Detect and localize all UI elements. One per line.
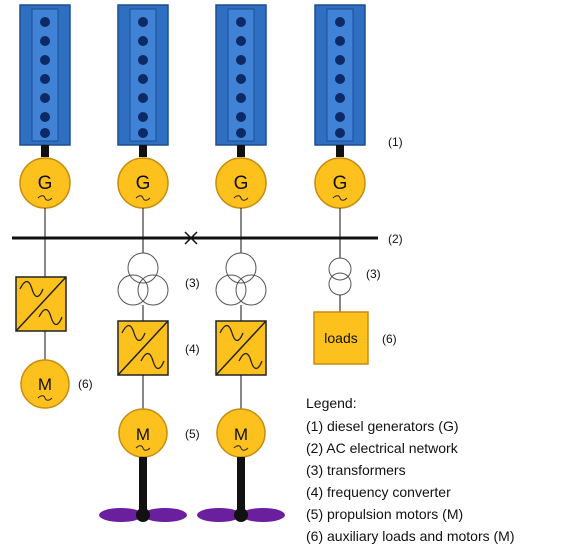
- generator-icon: G: [215, 157, 267, 209]
- engine-shaft: [237, 145, 245, 157]
- transformer-icon: [117, 252, 169, 306]
- engine-shaft: [41, 145, 49, 157]
- generator-letter: G: [38, 173, 53, 194]
- generator-icon: G: [19, 157, 71, 209]
- motor-icon: M: [216, 408, 266, 458]
- legend-item: (3) transformers: [306, 462, 406, 478]
- engine-shaft: [336, 145, 344, 157]
- bus-tie-breaker-icon: [184, 231, 198, 245]
- marker-transformers: (3): [366, 267, 381, 281]
- marker-converter: (4): [185, 342, 200, 356]
- frequency-converter-icon: [215, 320, 267, 376]
- transformer-icon: [328, 257, 352, 296]
- motor-letter: M: [234, 425, 248, 444]
- generator-icon: G: [314, 157, 366, 209]
- diesel-engine-icon: [19, 4, 71, 146]
- motor-icon: M: [118, 408, 168, 458]
- legend-item: (2) AC electrical network: [306, 440, 459, 456]
- legend: Legend: (1) diesel generators (G) (2) AC…: [306, 395, 515, 544]
- propeller-icon: [197, 457, 285, 522]
- marker-aux-loads: (6): [382, 332, 397, 346]
- frequency-converter-icon: [15, 276, 67, 332]
- legend-item: (4) frequency converter: [306, 484, 451, 500]
- generator-letter: G: [136, 173, 151, 194]
- motor-icon: M: [20, 359, 70, 409]
- marker-generators: (1): [388, 135, 403, 149]
- legend-item: (5) propulsion motors (M): [306, 506, 463, 522]
- legend-item: (6) auxiliary loads and motors (M): [306, 528, 515, 544]
- generator-icon: G: [117, 157, 169, 209]
- loads-label: loads: [324, 330, 357, 346]
- generator-letter: G: [333, 173, 348, 194]
- motor-letter: M: [136, 425, 150, 444]
- aux-loads-box: loads: [313, 311, 369, 365]
- marker-transformers: (3): [185, 276, 200, 290]
- motor-letter: M: [38, 375, 52, 394]
- diesel-engine-icon: [314, 4, 366, 146]
- frequency-converter-icon: [117, 320, 169, 376]
- legend-title: Legend:: [306, 395, 357, 411]
- marker-aux-motor: (6): [78, 377, 93, 391]
- transformer-icon: [215, 252, 267, 306]
- marker-network: (2): [388, 232, 403, 246]
- diesel-engine-icon: [215, 4, 267, 146]
- engine-shaft: [139, 145, 147, 157]
- legend-item: (1) diesel generators (G): [306, 418, 459, 434]
- diesel-engine-icon: [117, 4, 169, 146]
- propeller-icon: [99, 457, 187, 522]
- marker-propulsion-motor: (5): [185, 427, 200, 441]
- generator-letter: G: [234, 173, 249, 194]
